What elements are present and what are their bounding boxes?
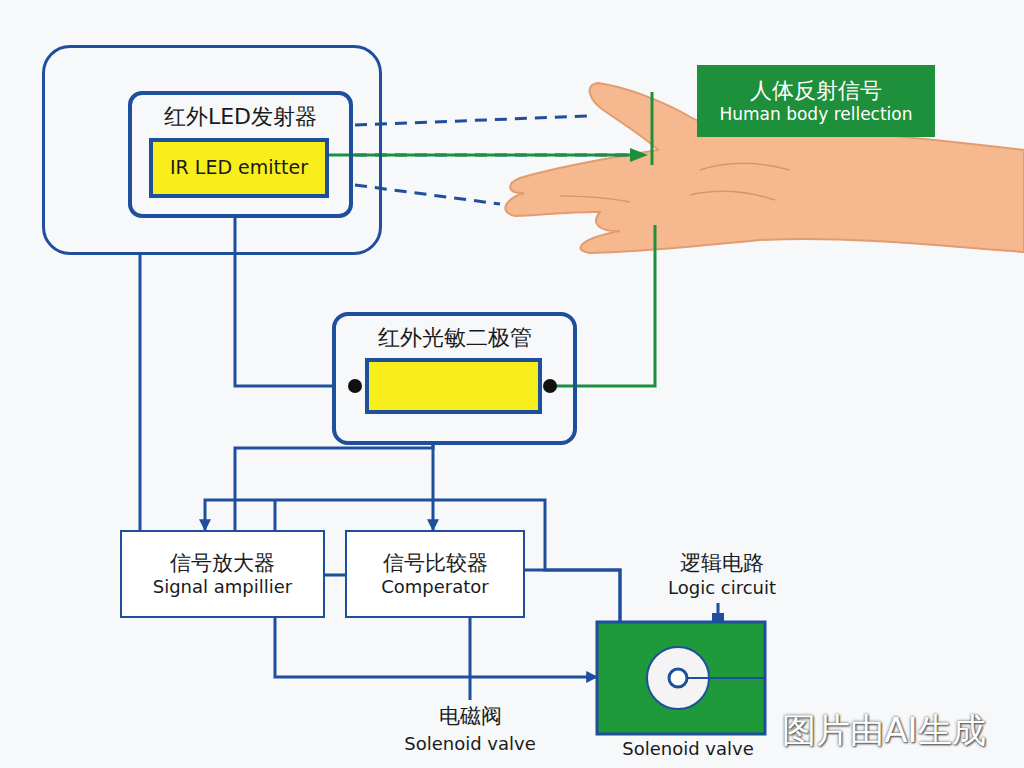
led-box: IR LED emitter xyxy=(149,138,329,198)
node-subtitle: Comperator xyxy=(381,576,489,599)
wire xyxy=(235,445,433,530)
wire xyxy=(432,445,435,530)
ir-beam xyxy=(355,116,588,125)
terminal-dot xyxy=(348,379,362,393)
node-title: 信号放大器 xyxy=(170,550,275,576)
reflection-line xyxy=(651,92,654,165)
valve-shaft xyxy=(687,677,765,679)
node-subtitle: Human body rellection xyxy=(719,104,912,125)
node-title: 红外LED发射器 xyxy=(164,103,317,131)
node-title: 信号比较器 xyxy=(383,550,488,576)
hand xyxy=(505,83,1024,253)
ir-beam xyxy=(355,185,500,204)
terminal-dot xyxy=(543,379,557,393)
valve-core xyxy=(669,669,687,687)
leader-line xyxy=(717,603,720,614)
node-subtitle: Logic circuit xyxy=(668,577,776,600)
wire xyxy=(274,500,277,530)
part-label: 电磁阀 xyxy=(439,704,502,729)
signal-wire xyxy=(322,154,632,157)
emitter-box: 红外LED发射器 IR LED emitter xyxy=(128,91,353,218)
node-subtitle: Solenoid valve xyxy=(622,738,754,761)
hand-crease xyxy=(560,163,790,202)
wire xyxy=(139,255,142,530)
logic-box: 逻辑电路Logic circuitSolenoid valve xyxy=(597,622,765,734)
terminal-tab xyxy=(712,613,724,623)
signal-arrow xyxy=(630,148,648,162)
wire xyxy=(235,218,332,386)
wire xyxy=(525,570,620,622)
node-title: 红外光敏二极管 xyxy=(378,324,532,352)
part-label: Solenoid valve xyxy=(404,733,536,755)
node-title: 人体反射信号 xyxy=(750,77,882,105)
photodiode-body xyxy=(367,360,540,412)
node-title: IR LED emitter xyxy=(170,156,308,180)
photodiode-box: 红外光敏二极管 xyxy=(332,312,577,445)
node-subtitle: Signal ampillier xyxy=(153,576,292,599)
signal-wire xyxy=(550,225,655,386)
wire xyxy=(275,618,597,677)
process-box: 信号比较器Comperator xyxy=(345,530,525,618)
node-title: 逻辑电路 xyxy=(680,550,764,576)
watermark: 图片由AI生成 xyxy=(782,710,985,751)
logic-body xyxy=(597,622,765,734)
reflection-tag: 人体反射信号Human body rellection xyxy=(697,65,935,137)
wire xyxy=(325,574,345,577)
emitter-housing: 红外LED发射器 IR LED emitter xyxy=(42,45,382,255)
process-box: 信号放大器Signal ampillier xyxy=(120,530,325,618)
leader-line xyxy=(469,618,472,700)
